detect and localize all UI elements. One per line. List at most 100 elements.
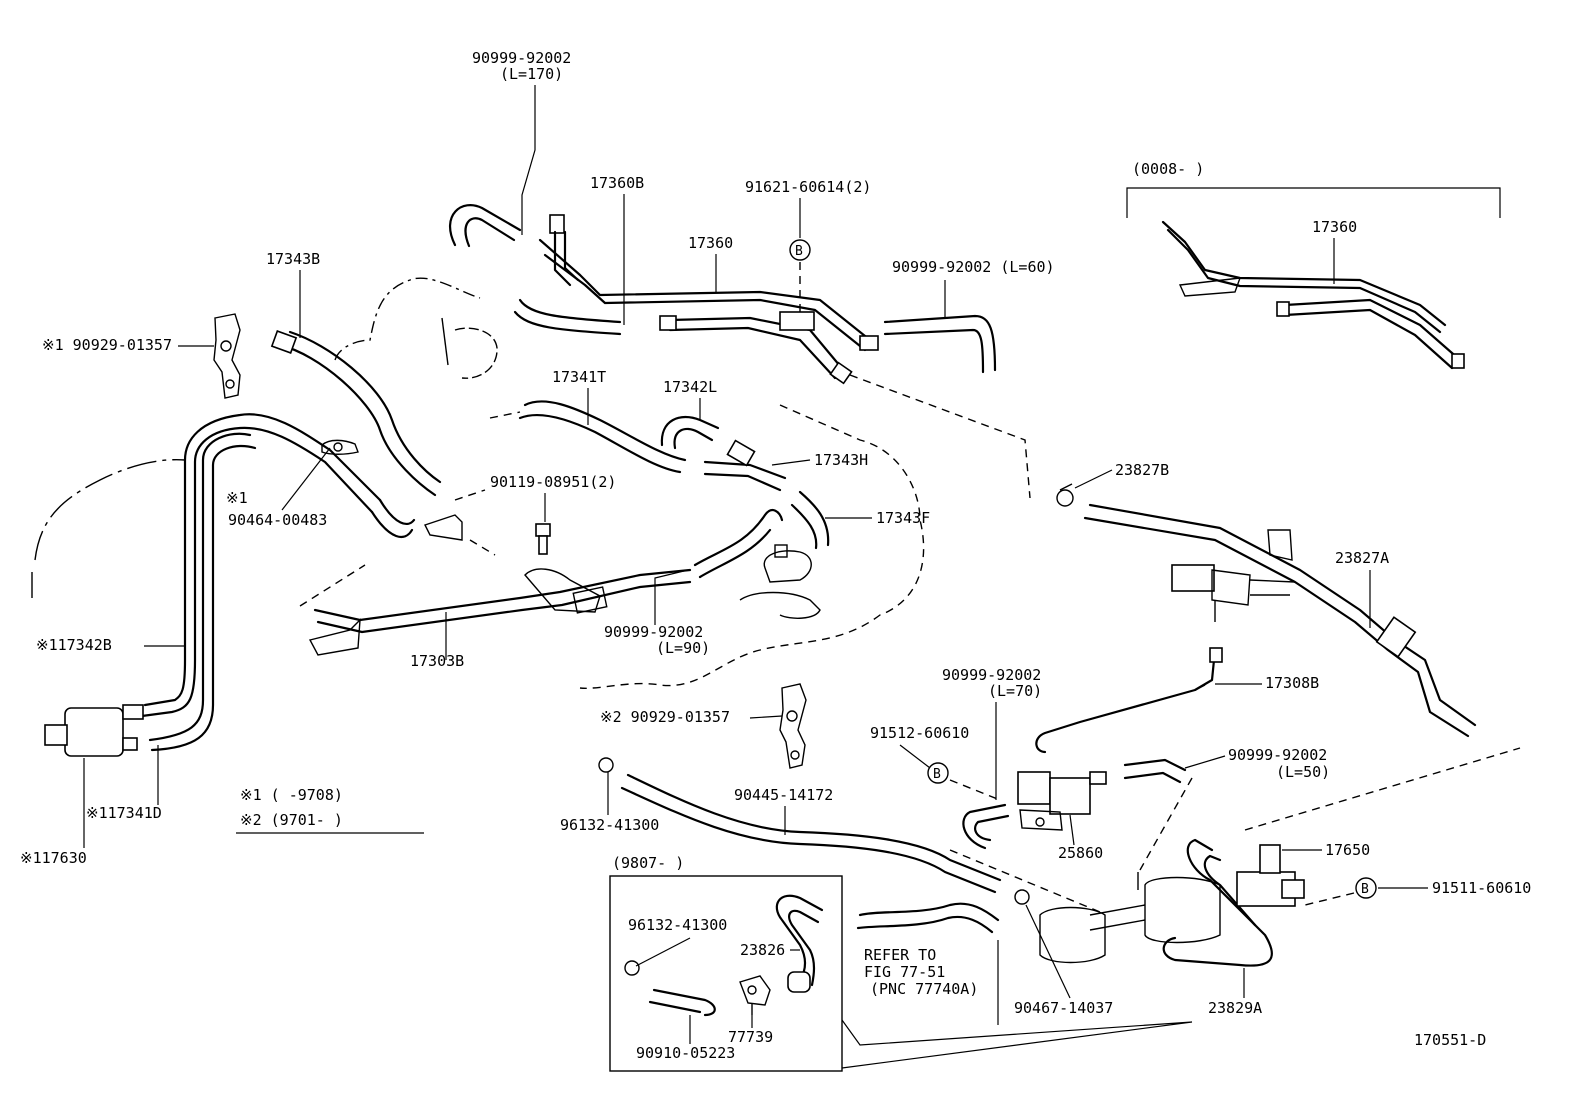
hose-90999-l50 xyxy=(1123,758,1187,784)
inset-9807-box xyxy=(609,875,843,1072)
label-17343b: 17343B xyxy=(266,250,320,268)
svg-text:B: B xyxy=(933,767,941,782)
legend-line-2: ※2 (9701- ) xyxy=(240,811,343,829)
legend-line-1: ※1 ( -9708) xyxy=(240,786,343,804)
label-refer-2: FIG 77-51 xyxy=(864,963,945,981)
hose-23829a xyxy=(1162,838,1273,967)
label-17308b: 17308B xyxy=(1265,674,1319,692)
label-77739: 77739 xyxy=(728,1028,773,1046)
svg-text:B: B xyxy=(1361,882,1369,897)
bracket-0008 xyxy=(1126,187,1501,218)
label-23827a: 23827A xyxy=(1335,549,1389,567)
label-17650: 17650 xyxy=(1325,841,1370,859)
legend-box: ※1 ( -9708) ※2 (9701- ) xyxy=(236,786,424,834)
label-90929-01357-2: ※2 90929-01357 xyxy=(600,708,730,726)
ref-b-marker-2: B xyxy=(927,762,949,784)
leader-90929-2 xyxy=(749,715,783,719)
label-90999-l50: 90999-92002 xyxy=(1228,746,1327,764)
hose-17308b xyxy=(1035,647,1223,754)
dash-b2 xyxy=(949,779,1001,801)
pipe-17360 xyxy=(538,214,879,385)
label-96132-41300-b: 96132-41300 xyxy=(628,916,727,934)
hose-17343f xyxy=(790,490,830,550)
pipe-17360-alt xyxy=(1161,220,1465,370)
label-17303b: 17303B xyxy=(410,652,464,670)
clamp-96132-41300-b xyxy=(624,960,640,976)
leader-23827b xyxy=(1074,469,1113,489)
engine-outline-top xyxy=(334,277,498,379)
label-range-9807: (9807- ) xyxy=(612,854,684,872)
label-l170: (L=170) xyxy=(500,65,563,83)
valve-77739 xyxy=(739,975,771,1015)
engine-outline-left xyxy=(34,458,186,561)
label-25860: 25860 xyxy=(1058,844,1103,862)
egr-valve xyxy=(739,544,821,619)
hoses-left xyxy=(140,413,416,752)
ref-b-marker-1: B xyxy=(789,239,811,261)
vsv-bracket xyxy=(1171,564,1296,622)
label-90999-l70: 90999-92002 xyxy=(942,666,1041,684)
figure-id: 170551-D xyxy=(1414,1031,1486,1049)
label-117341d: ※117341D xyxy=(86,804,162,822)
fitting-17343h xyxy=(703,439,787,492)
clamp-90464-00483 xyxy=(321,439,359,455)
label-90464-00483: 90464-00483 xyxy=(228,511,327,529)
label-117630: ※117630 xyxy=(20,849,87,867)
hose-90999-l70 xyxy=(962,803,1010,850)
clip-90929-01357-1 xyxy=(213,313,241,399)
label-l90: (L=90) xyxy=(656,639,710,657)
label-90119-08951: 90119-08951(2) xyxy=(490,473,616,491)
label-91511-60610: 91511-60610 xyxy=(1432,879,1531,897)
vsv-117630 xyxy=(44,704,144,757)
hose-90999-l60 xyxy=(883,314,997,374)
hose-23826 xyxy=(775,894,824,993)
leader-96132-b xyxy=(635,937,691,967)
dash-91511 xyxy=(1304,892,1355,906)
clamp-90467-14037 xyxy=(1014,889,1030,905)
label-90445-14172: 90445-14172 xyxy=(734,786,833,804)
label-23827b: 23827B xyxy=(1115,461,1169,479)
label-range-0008: (0008- ) xyxy=(1132,160,1204,178)
label-17360b: 17360B xyxy=(590,174,644,192)
label-17341t: 17341T xyxy=(552,368,606,386)
ref-b-marker-3: B xyxy=(1355,877,1377,899)
hose-17360b xyxy=(513,298,622,336)
label-17343h: 17343H xyxy=(814,451,868,469)
label-91621-60614: 91621-60614(2) xyxy=(745,178,871,196)
leader-l50 xyxy=(1184,755,1226,769)
bolt-90119-08951 xyxy=(535,523,551,555)
label-23826: 23826 xyxy=(740,941,785,959)
hose-17342l xyxy=(660,415,720,450)
label-l50: (L=50) xyxy=(1276,763,1330,781)
label-star1: ※1 xyxy=(226,489,248,507)
leader-90464 xyxy=(281,447,331,511)
label-90999-l60: 90999-92002 (L=60) xyxy=(892,258,1055,276)
inset-pointer xyxy=(841,1019,1193,1069)
canister-assembly xyxy=(1039,872,1221,964)
clamp-23827b xyxy=(1056,483,1074,507)
hose-17343b xyxy=(270,330,442,497)
svg-text:B: B xyxy=(795,244,803,259)
vsv-25860 xyxy=(1017,771,1107,831)
clamp-96132-41300-a xyxy=(598,757,614,773)
label-90467-14037: 90467-14037 xyxy=(1014,999,1113,1017)
label-17343f: 17343F xyxy=(876,509,930,527)
label-90999-92002-top: 90999-92002 xyxy=(472,49,571,67)
label-17360-alt: 17360 xyxy=(1312,218,1357,236)
label-17360: 17360 xyxy=(688,234,733,252)
hose-90445-14172 xyxy=(620,773,1002,894)
label-90910-05223: 90910-05223 xyxy=(636,1044,735,1062)
dash-17303b xyxy=(299,564,366,607)
leader-90467 xyxy=(1025,904,1071,999)
hose-90999-l90 xyxy=(693,508,784,579)
label-17342l: 17342L xyxy=(663,378,717,396)
fitting-near-17343b xyxy=(424,489,496,556)
label-refer-3: (PNC 77740A) xyxy=(870,980,978,998)
pipe-17303b xyxy=(308,568,692,656)
leader-91512 xyxy=(899,744,931,769)
label-90929-01357-1: ※1 90929-01357 xyxy=(42,336,172,354)
dash-l50 xyxy=(1139,777,1193,871)
hose-90910-05223 xyxy=(648,988,716,1017)
hose-23827a xyxy=(1083,503,1477,738)
